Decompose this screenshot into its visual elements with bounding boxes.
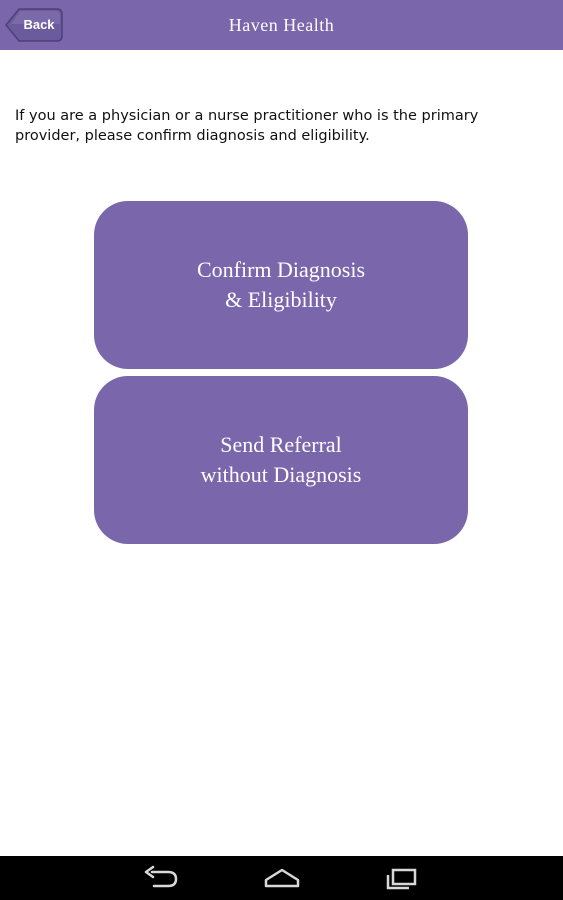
send-referral-label-line2: without Diagnosis — [200, 462, 362, 487]
back-button-shape — [5, 8, 63, 42]
send-referral-button[interactable]: Send Referral without Diagnosis — [94, 376, 468, 544]
header-bar: Back Haven Health — [0, 0, 563, 50]
back-button-label: Back — [23, 17, 55, 32]
confirm-diagnosis-label-line2: & Eligibility — [225, 287, 337, 312]
recent-apps-icon[interactable] — [382, 864, 422, 892]
instructions-text: If you are a physician or a nurse practi… — [15, 108, 479, 144]
back-icon[interactable] — [142, 864, 182, 892]
back-button[interactable]: Back — [5, 8, 63, 42]
confirm-diagnosis-button[interactable]: Confirm Diagnosis & Eligibility — [94, 201, 468, 369]
home-icon[interactable] — [262, 864, 302, 892]
send-referral-label-line1: Send Referral — [220, 432, 342, 457]
confirm-diagnosis-label-line1: Confirm Diagnosis — [196, 257, 366, 282]
page-title: Haven Health — [228, 15, 335, 35]
system-nav-bar — [0, 856, 563, 900]
